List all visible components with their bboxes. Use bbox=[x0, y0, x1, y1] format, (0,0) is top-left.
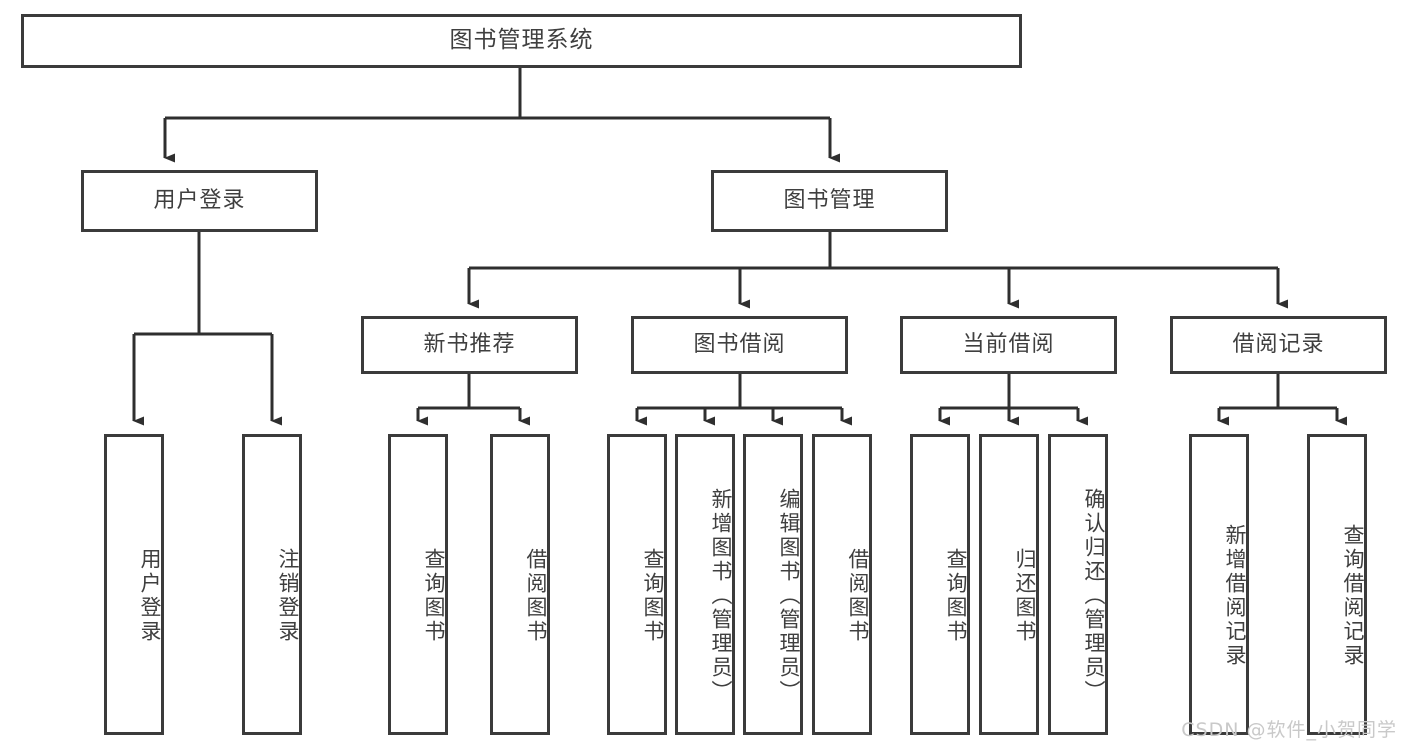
leaf-label: 查询图书 bbox=[422, 547, 446, 644]
leaf-label: 编辑图书（管理员） bbox=[777, 487, 801, 704]
leaf-label: 查询图书 bbox=[944, 547, 968, 644]
leaf-query-record[interactable]: 查询借阅记录 bbox=[1307, 434, 1367, 735]
node-book-borrow[interactable]: 图书借阅 bbox=[631, 316, 848, 374]
leaf-confirm-return[interactable]: 确认归还（管理员） bbox=[1048, 434, 1108, 735]
leaf-borrow-book-2[interactable]: 借阅图书 bbox=[812, 434, 872, 735]
leaf-label: 查询图书 bbox=[641, 547, 665, 644]
leaf-add-book[interactable]: 新增图书（管理员） bbox=[675, 434, 735, 735]
leaf-query-book-3[interactable]: 查询图书 bbox=[910, 434, 970, 735]
leaf-return-book[interactable]: 归还图书 bbox=[979, 434, 1039, 735]
leaf-label: 查询借阅记录 bbox=[1341, 523, 1365, 668]
leaf-label: 借阅图书 bbox=[846, 547, 870, 644]
node-book-manage[interactable]: 图书管理 bbox=[711, 170, 948, 232]
leaf-edit-book[interactable]: 编辑图书（管理员） bbox=[743, 434, 803, 735]
leaf-label: 用户登录 bbox=[138, 547, 162, 644]
leaf-borrow-book-1[interactable]: 借阅图书 bbox=[490, 434, 550, 735]
leaf-query-book-2[interactable]: 查询图书 bbox=[607, 434, 667, 735]
leaf-user-login[interactable]: 用户登录 bbox=[104, 434, 164, 735]
leaf-query-book-1[interactable]: 查询图书 bbox=[388, 434, 448, 735]
node-current-borrow[interactable]: 当前借阅 bbox=[900, 316, 1117, 374]
leaf-label: 确认归还（管理员） bbox=[1082, 487, 1106, 704]
leaf-label: 注销登录 bbox=[276, 547, 300, 644]
leaf-label: 新增图书（管理员） bbox=[709, 487, 733, 704]
node-user-login[interactable]: 用户登录 bbox=[81, 170, 318, 232]
leaf-label: 借阅图书 bbox=[524, 547, 548, 644]
leaf-add-record[interactable]: 新增借阅记录 bbox=[1189, 434, 1249, 735]
leaf-logout[interactable]: 注销登录 bbox=[242, 434, 302, 735]
leaf-label: 新增借阅记录 bbox=[1223, 523, 1247, 668]
node-root-system[interactable]: 图书管理系统 bbox=[21, 14, 1022, 68]
node-borrow-record[interactable]: 借阅记录 bbox=[1170, 316, 1387, 374]
node-new-book-recommend[interactable]: 新书推荐 bbox=[361, 316, 578, 374]
csdn-watermark: CSDN @软件_小贺同学 bbox=[1181, 719, 1397, 741]
leaf-label: 归还图书 bbox=[1013, 547, 1037, 644]
